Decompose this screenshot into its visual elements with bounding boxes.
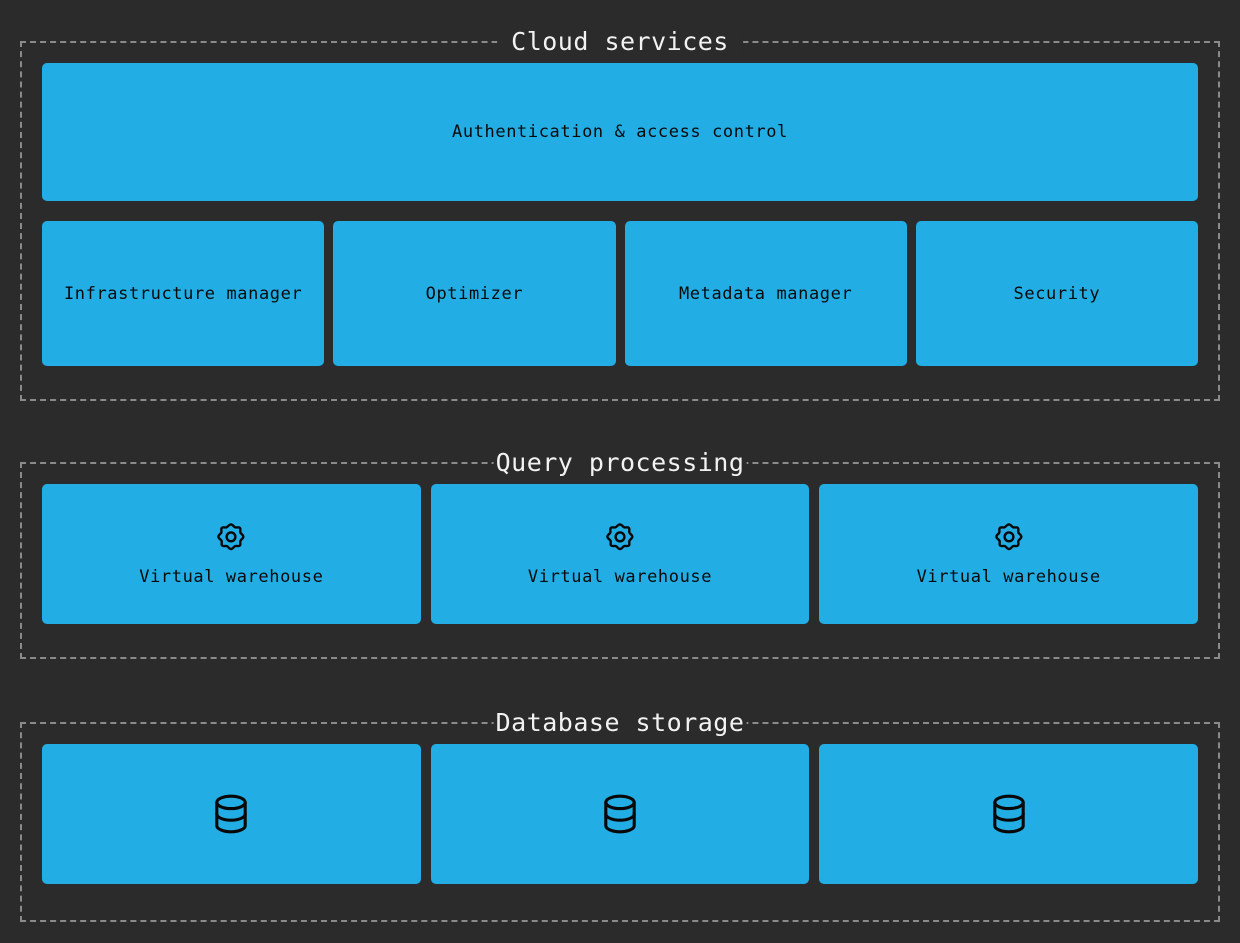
section-title-cloud-services: Cloud services [497, 27, 743, 57]
gear-icon [214, 520, 248, 554]
node-label: Security [1013, 283, 1101, 304]
node-database-1[interactable] [42, 744, 421, 884]
node-infrastructure-manager[interactable]: Infrastructure manager [42, 221, 325, 366]
node-label: Optimizer [425, 283, 524, 304]
node-database-3[interactable] [819, 744, 1199, 884]
database-icon [985, 790, 1033, 838]
database-icon [207, 790, 255, 838]
node-label: Infrastructure manager [63, 283, 303, 304]
cloud-services-node-row: Infrastructure manager Optimizer Metadat… [42, 221, 1198, 366]
section-body-query-processing: Virtual warehouse Virtual warehouse [22, 464, 1218, 644]
database-icon [596, 790, 644, 838]
section-database-storage: Database storage [20, 708, 1220, 922]
gear-icon [992, 520, 1026, 554]
node-authentication-access-control[interactable]: Authentication & access control [42, 63, 1198, 201]
section-query-processing: Query processing Virtual warehouse [20, 448, 1220, 659]
node-label: Authentication & access control [452, 122, 788, 142]
node-label: Metadata manager [678, 283, 853, 304]
section-cloud-services: Cloud services Authentication & access c… [20, 27, 1220, 401]
section-title-database-storage: Database storage [493, 708, 747, 738]
node-label: Virtual warehouse [527, 567, 713, 587]
section-body-database-storage [22, 724, 1218, 904]
section-title-query-processing: Query processing [493, 448, 747, 478]
node-virtual-warehouse-2[interactable]: Virtual warehouse [430, 484, 810, 624]
section-body-cloud-services: Authentication & access control Infrastr… [22, 43, 1218, 386]
node-database-2[interactable] [430, 744, 810, 884]
node-virtual-warehouse-1[interactable]: Virtual warehouse [42, 484, 421, 624]
node-label: Virtual warehouse [139, 567, 324, 587]
node-optimizer[interactable]: Optimizer [333, 221, 616, 366]
node-metadata-manager[interactable]: Metadata manager [624, 221, 907, 366]
database-storage-node-row [42, 744, 1199, 884]
node-label: Virtual warehouse [916, 567, 1101, 587]
node-security[interactable]: Security [915, 221, 1198, 366]
gear-icon [603, 520, 637, 554]
node-virtual-warehouse-3[interactable]: Virtual warehouse [819, 484, 1199, 624]
query-processing-node-row: Virtual warehouse Virtual warehouse [42, 484, 1199, 624]
